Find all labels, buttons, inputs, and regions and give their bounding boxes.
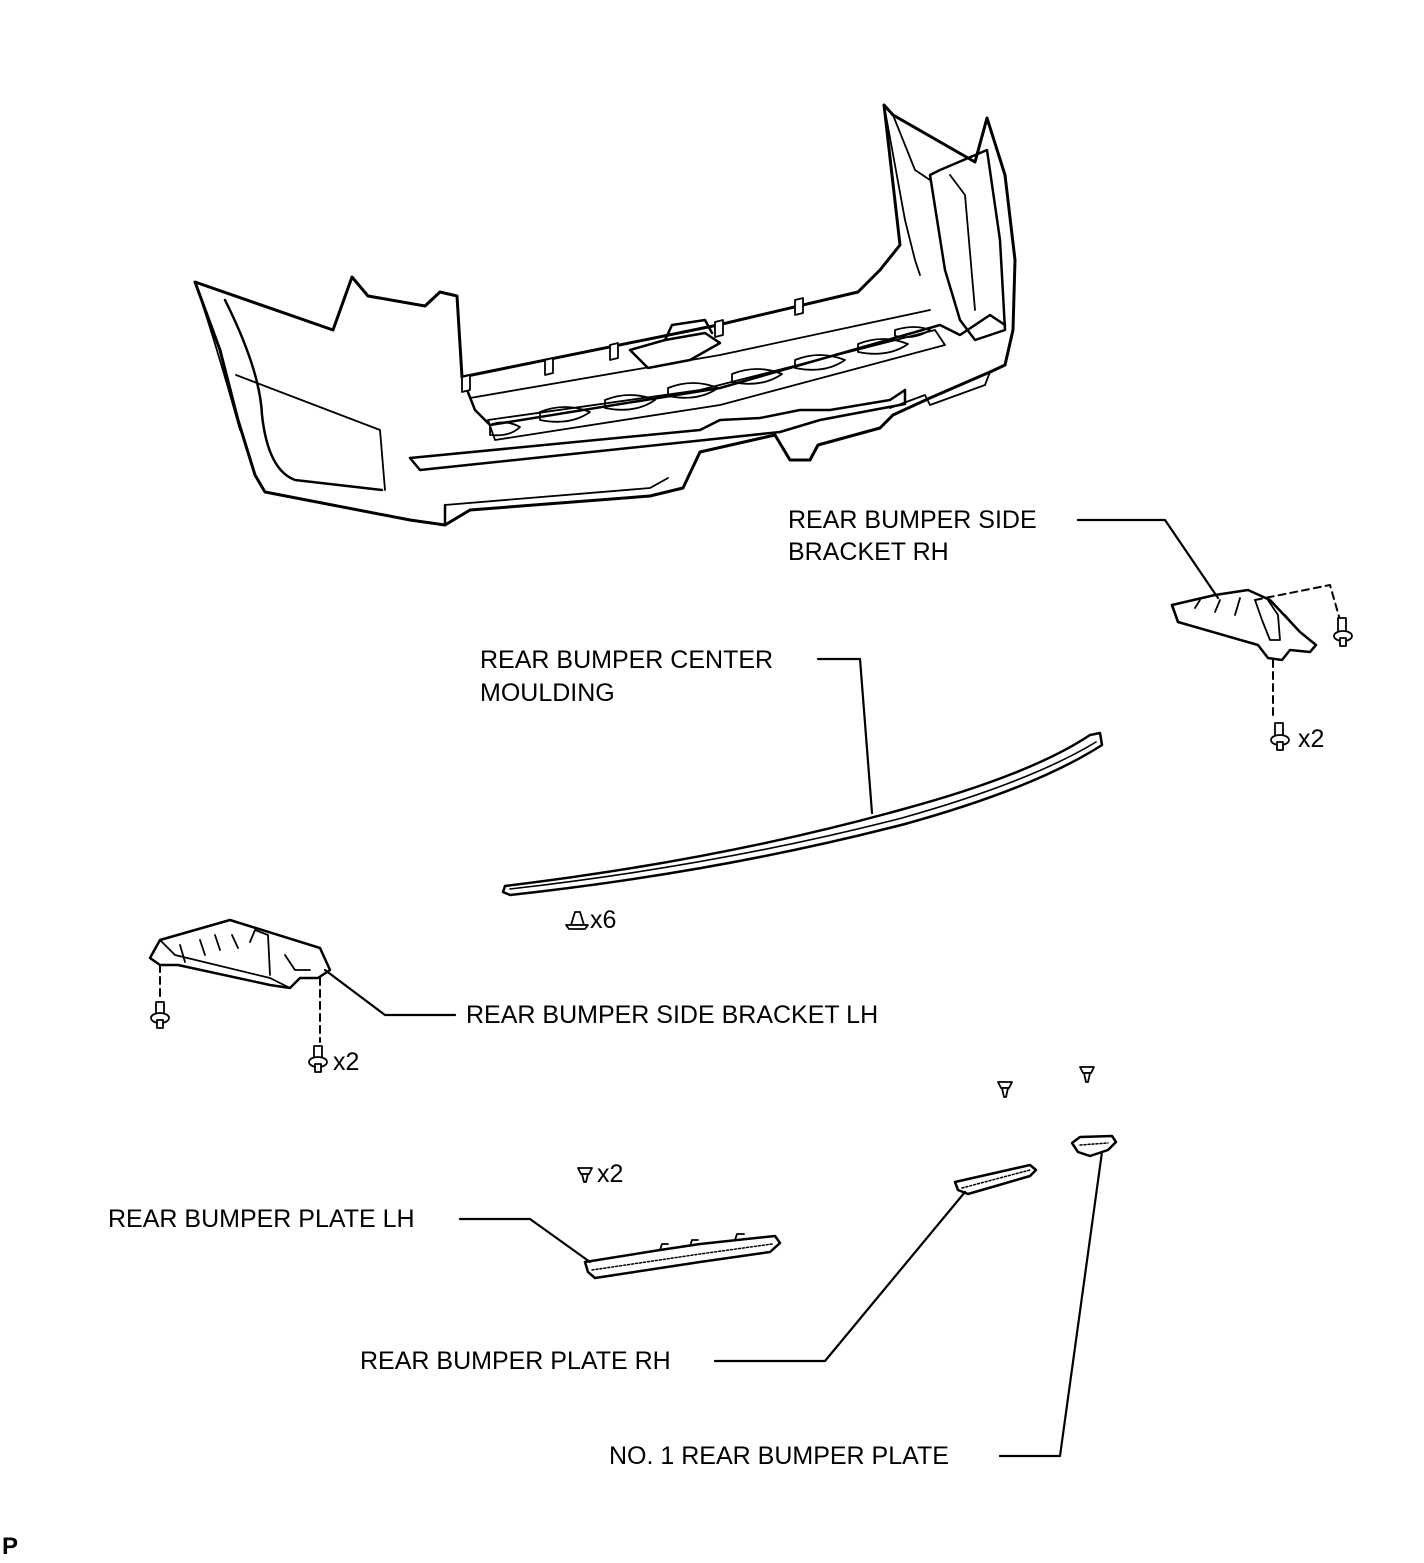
leader-no1-plate — [998, 1150, 1104, 1458]
label-plate-rh: REAR BUMPER PLATE RH — [360, 1347, 671, 1375]
qty-rh-bracket-bolts: x2 — [1298, 725, 1325, 753]
bolt-icon — [1333, 617, 1353, 647]
plate-rh — [713, 1081, 1038, 1363]
label-center-moulding-line2: MOULDING — [480, 679, 615, 707]
step-pad-ribs — [489, 326, 931, 437]
clip-icon — [1079, 1066, 1095, 1083]
qty-lh-bracket-bolts: x2 — [333, 1048, 360, 1076]
label-side-bracket-rh-line2: BRACKET RH — [788, 538, 949, 566]
clip-icon — [565, 911, 589, 930]
side-bracket-rh — [1076, 518, 1353, 751]
side-bracket-lh — [148, 918, 457, 1073]
qty-moulding-clips: x6 — [590, 906, 617, 934]
corner-mark: P — [2, 1533, 19, 1560]
leader-center-moulding — [816, 657, 874, 815]
label-side-bracket-lh: REAR BUMPER SIDE BRACKET LH — [466, 1001, 879, 1029]
leader-side-bracket-lh — [323, 968, 457, 1017]
label-no1-plate: NO. 1 REAR BUMPER PLATE — [609, 1442, 949, 1470]
bolt-icon — [150, 1001, 170, 1029]
mounting-tabs — [461, 297, 804, 393]
clip-icon — [997, 1081, 1013, 1098]
center-moulding — [501, 657, 1104, 930]
rear-bumper-cover — [193, 103, 1017, 527]
plate-lh — [458, 1167, 782, 1280]
label-plate-lh: REAR BUMPER PLATE LH — [108, 1205, 415, 1233]
leader-plate-rh — [713, 1190, 967, 1363]
no1-plate — [998, 1066, 1118, 1458]
leader-plate-lh — [458, 1217, 592, 1264]
clip-icon — [577, 1167, 593, 1183]
bolt-icon — [308, 1045, 328, 1073]
label-side-bracket-rh-line1: REAR BUMPER SIDE — [788, 506, 1037, 534]
leader-side-bracket-rh — [1076, 518, 1220, 600]
label-center-moulding-line1: REAR BUMPER CENTER — [480, 646, 774, 674]
qty-plate-lh-clips: x2 — [597, 1160, 624, 1188]
bolt-icon — [1270, 722, 1290, 751]
